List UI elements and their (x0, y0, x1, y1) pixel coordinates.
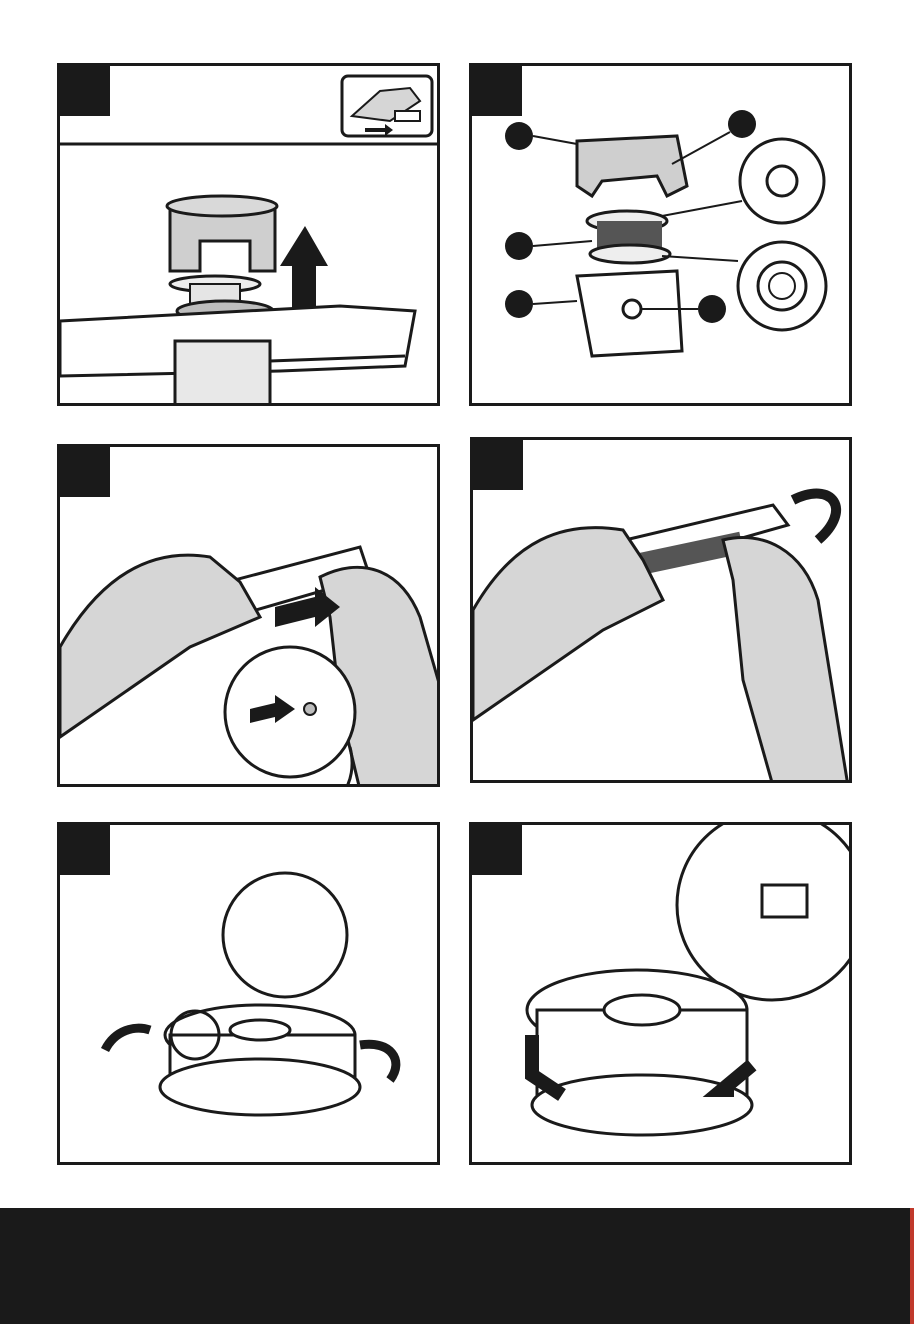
page-footer (0, 1208, 914, 1324)
panel-remove-cap (57, 63, 440, 406)
rotate-arrow-left-icon (105, 1028, 150, 1050)
panel-fit-spool (469, 822, 852, 1165)
right-hand (723, 538, 848, 784)
arrow-up-icon (280, 226, 328, 316)
wind-line-illustration (473, 440, 852, 783)
footer-accent-edge (910, 1208, 914, 1324)
line-spool (587, 211, 670, 263)
insert-line-illustration (60, 447, 440, 787)
panel-spool-parts (469, 63, 852, 406)
panel-secure-line (57, 822, 440, 1165)
cover-top-view (740, 139, 824, 223)
spool-cap (167, 196, 277, 271)
rotate-arrow-icon (793, 494, 836, 540)
detail-zoom (223, 873, 347, 997)
unplug-icon (342, 76, 432, 136)
panel-wind-line (470, 437, 852, 783)
remove-cap-illustration (60, 66, 440, 406)
rotate-arrow-right-icon (360, 1044, 396, 1080)
callout-marker (728, 110, 756, 138)
secure-line-illustration (60, 825, 440, 1165)
spool-parts-illustration (472, 66, 852, 406)
gear-disc (738, 242, 826, 330)
fit-spool-illustration (472, 825, 852, 1165)
left-hand (473, 528, 663, 720)
callout-marker (698, 295, 726, 323)
callout-marker (505, 232, 533, 260)
panel-insert-line (57, 444, 440, 787)
callout-marker (505, 290, 533, 318)
callout-marker (505, 122, 533, 150)
spool-cover (577, 136, 687, 196)
